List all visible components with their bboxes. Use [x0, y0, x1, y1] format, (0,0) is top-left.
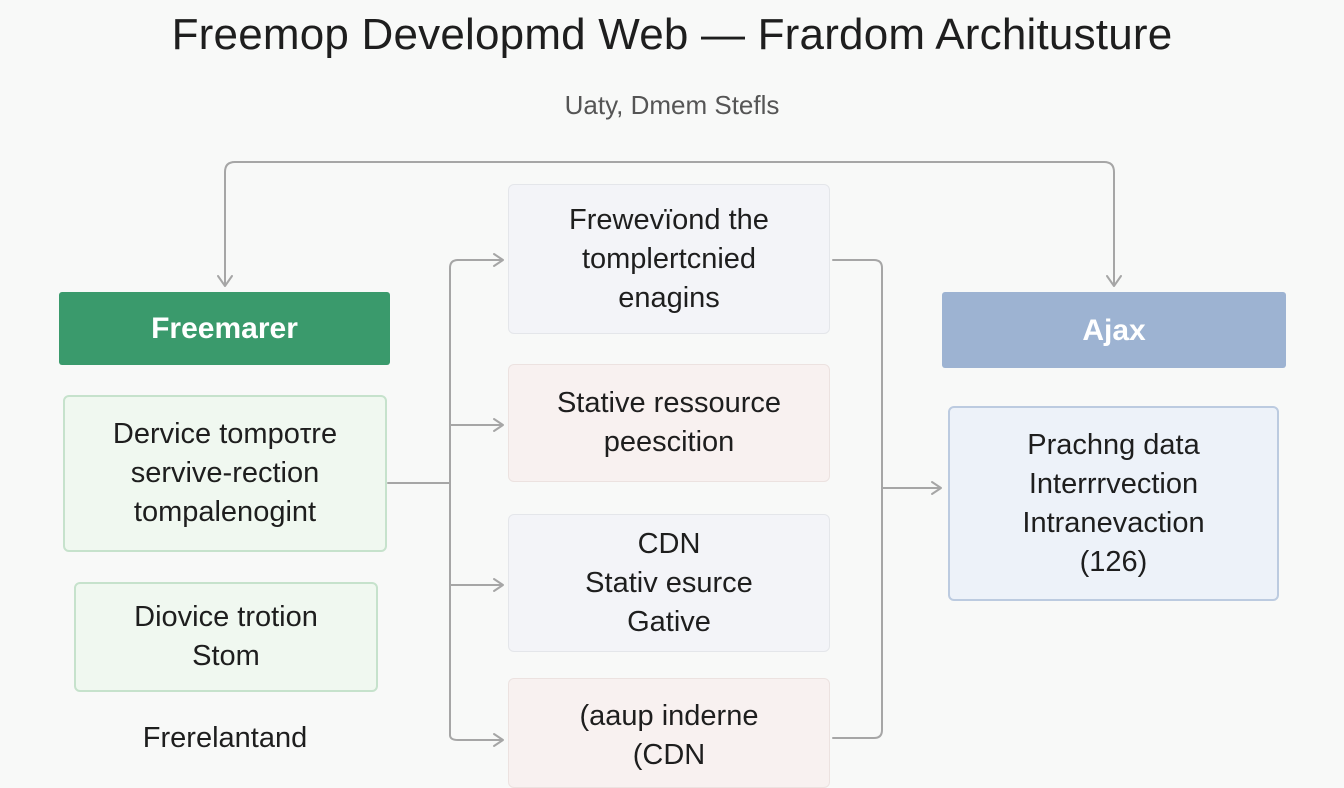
connector-lines: [217, 161, 1122, 747]
arrowhead-right-header: [1106, 275, 1122, 287]
bus-to-box4: [449, 734, 503, 741]
left-box-2: Diovice trotion Stom: [74, 582, 378, 692]
left-box-1: Dervice tompoτre servive-rection tompale…: [63, 395, 387, 552]
left-footer-label: Frerelantand: [142, 722, 308, 754]
arrowhead-box2: [493, 418, 504, 432]
middle-box-3: CDN Stativ esurce Gative: [508, 514, 830, 652]
diagram-title: Freemop Developmd Web — Frardom Architus…: [171, 10, 1173, 59]
middle-box-4: (aaup inderne (CDN: [508, 678, 830, 788]
arrowhead-box4: [493, 733, 504, 747]
freemarker-header: Freemarer: [59, 292, 390, 365]
arrowhead-left-header: [217, 275, 233, 287]
ajax-header: Ajax: [942, 292, 1286, 368]
arrowhead-box3: [493, 578, 504, 592]
left-bus-line: [449, 259, 501, 736]
right-bus-line: [832, 259, 883, 739]
arrowhead-box1: [493, 253, 504, 267]
arrowhead-right-box: [931, 481, 942, 495]
right-box: Prachng data Interrrvection Intranevacti…: [948, 406, 1279, 601]
diagram-subtitle: Uaty, Dmem Stefls: [564, 90, 780, 120]
middle-box-2: Stative ressource peescition: [508, 364, 830, 482]
middle-box-1: Frewevïond the tomplertcnied enagins: [508, 184, 830, 334]
top-loop-connector: [224, 161, 1115, 286]
